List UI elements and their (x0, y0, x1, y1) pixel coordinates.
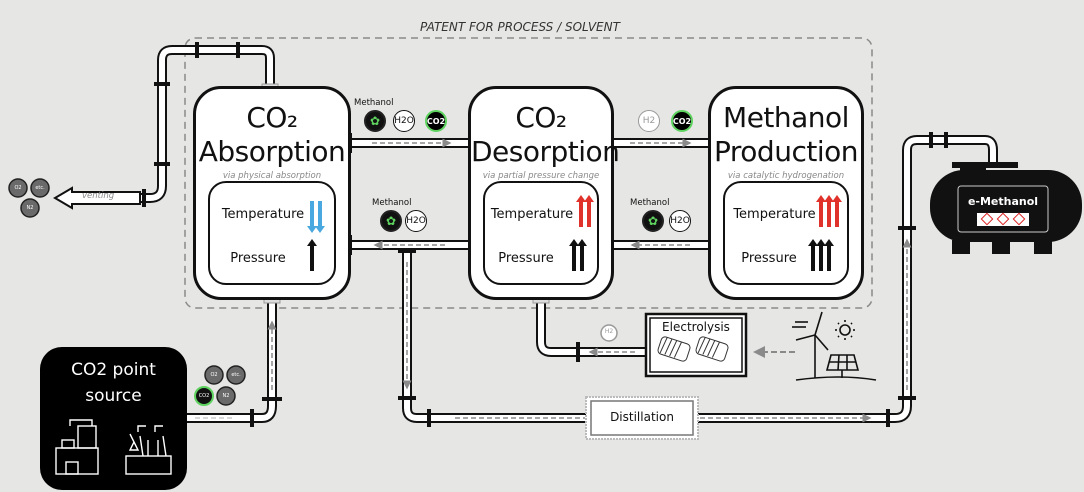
e-methanol-tank (930, 162, 1082, 254)
co2-molecule: CO2 (425, 110, 447, 132)
electrolysis-h2-label: H2 (604, 328, 614, 335)
unit-subtitle: via partial pressure change (482, 171, 600, 181)
pressure-label: Pressure (230, 250, 286, 266)
vent-gas-n2: N2 (26, 205, 34, 211)
refinery-icon (55, 419, 99, 475)
hazard-icons (980, 212, 1026, 226)
h2-molecule: H2 (638, 110, 660, 132)
source-gas-n2: N2 (222, 393, 230, 399)
source-gas-etc: etc. (231, 372, 241, 378)
vent-pipe (53, 42, 279, 210)
temperature-up-arrows-icon (815, 195, 842, 227)
distillation-label: Distillation (610, 410, 674, 424)
methanol-molecule-icon: ✿ (380, 210, 402, 232)
pressure-up-arrows-icon (568, 239, 587, 271)
vent-gas-etc: etc. (35, 185, 45, 191)
methanol-molecule-icon: ✿ (364, 110, 386, 132)
unit-co2-desorption: CO₂ Desorption via partial pressure chan… (468, 86, 620, 300)
unit-title-line1: Methanol (723, 101, 849, 134)
source-title-line1: CO2 point (71, 360, 156, 380)
h2o-molecule: H2O (393, 110, 415, 132)
electrolyzer-icon (657, 336, 729, 362)
pressure-label: Pressure (498, 250, 554, 266)
power-plant-icon (125, 425, 172, 475)
patent-region (184, 37, 873, 309)
source-gases (194, 365, 246, 406)
source-title-line2: source (85, 386, 142, 406)
co2-point-source (40, 347, 187, 490)
pressure-up-arrow-icon (306, 239, 317, 271)
temperature-up-arrows-icon (576, 195, 595, 227)
temperature-label: Temperature (221, 206, 305, 222)
methanol-molecule-icon: ✿ (642, 210, 664, 232)
source-gas-co2: CO2 (198, 393, 210, 399)
unit-co2-absorption: CO₂ Absorption via physical absorption T… (193, 86, 351, 300)
unit-title-line1: CO₂ (515, 101, 567, 134)
unit-methanol-production: Methanol Production via catalytic hydrog… (708, 86, 864, 300)
sun-icon (835, 320, 855, 340)
distillation-loop (398, 132, 998, 427)
source-pipe (186, 297, 282, 427)
flow-label-methanol: Methanol (354, 98, 394, 108)
unit-title-line2: Production (714, 135, 858, 168)
venting-label: venting (82, 191, 115, 201)
flow-label-methanol: Methanol (372, 198, 412, 208)
wind-turbine-icon (792, 311, 877, 381)
source-gas-o2: O2 (210, 372, 218, 378)
unit-title-line2: Desorption (471, 135, 620, 168)
unit-subtitle: via catalytic hydrogenation (727, 171, 845, 181)
h2o-molecule: H2O (405, 210, 427, 232)
vent-gas-o2: O2 (14, 185, 22, 191)
unit-conditions-panel: Temperature Pressure (723, 181, 849, 285)
unit-subtitle: via physical absorption (222, 171, 322, 181)
temperature-label: Temperature (733, 206, 816, 222)
unit-conditions-panel: Temperature Pressure (483, 181, 599, 285)
temperature-down-arrows-icon (307, 201, 326, 233)
solar-panel-icon (825, 354, 860, 378)
tank-label: e-Methanol (967, 195, 1039, 208)
temperature-label: Temperature (490, 206, 574, 222)
distillation-box (585, 396, 699, 440)
unit-title-line2: Absorption (198, 135, 346, 168)
unit-title-line1: CO₂ (246, 101, 298, 134)
vent-gases (8, 178, 50, 218)
co2-molecule: CO2 (671, 110, 693, 132)
pressure-up-arrows-icon (807, 239, 834, 271)
flow-label-methanol: Methanol (630, 198, 670, 208)
electrolysis-pipe (532, 297, 795, 362)
electrolysis-label: Electrolysis (662, 320, 730, 334)
renewables-icons (792, 311, 877, 381)
h2o-molecule: H2O (669, 210, 691, 232)
pressure-label: Pressure (741, 250, 797, 266)
patent-label: PATENT FOR PROCESS / SOLVENT (420, 20, 620, 34)
venting-arrow (53, 186, 141, 210)
electrolysis-box (644, 312, 748, 378)
unit-conditions-panel: Temperature Pressure (208, 181, 336, 285)
